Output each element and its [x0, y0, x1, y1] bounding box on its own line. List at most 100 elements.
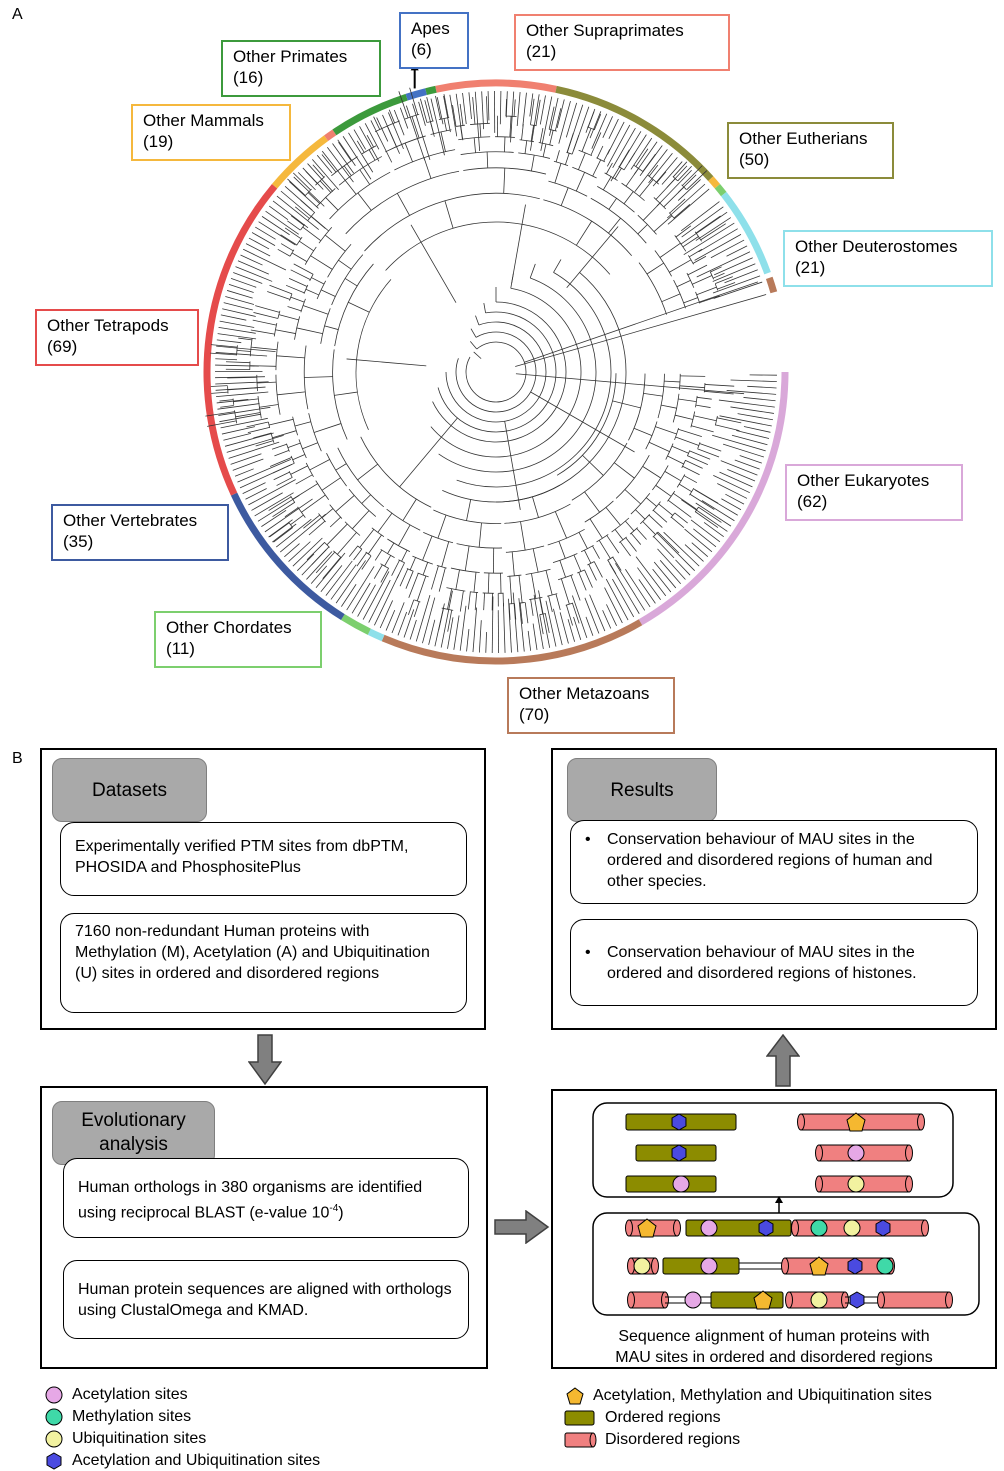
disordered-region — [784, 1257, 892, 1275]
orthologs-text: Human orthologs in 380 organisms are ide… — [78, 1179, 423, 1222]
methylation-circle-icon — [45, 1408, 63, 1426]
clade-count: (69) — [47, 337, 78, 356]
legend-acetylation: Acetylation sites — [44, 1385, 188, 1405]
clade-ring-other-eukaryotes — [638, 371, 789, 626]
clade-name: Other Eutherians — [739, 129, 868, 148]
clade-ring-other-metazoans — [381, 619, 643, 665]
bullet-icon: • — [585, 944, 591, 961]
results-bullet-box-2: •Conservation behaviour of MAU sites in … — [570, 919, 978, 1006]
orthologs-text-end: ) — [338, 1204, 344, 1222]
acetylation-circle-icon — [45, 1386, 63, 1404]
results-bullet-box-1: • Conservation behaviour of MAU sites in … — [570, 820, 978, 904]
clade-name: Other Supraprimates — [526, 21, 684, 40]
clade-count: (35) — [63, 532, 94, 551]
clade-count: (11) — [166, 639, 195, 658]
clade-count: (21) — [795, 258, 826, 277]
evolutionary-tag-line2: analysis — [99, 1134, 168, 1155]
clade-count: (50) — [739, 150, 770, 169]
clade-label-other-supraprimates: Other Supraprimates (21) — [514, 14, 730, 71]
clade-ring-other-mammals — [708, 176, 721, 189]
alignment-caption-line2: MAU sites in ordered and disordered regi… — [615, 1349, 933, 1366]
clade-name: Other Mammals — [143, 111, 264, 130]
clade-ring-apes — [405, 88, 427, 101]
clade-name: Other Eukaryotes — [797, 471, 930, 490]
arrow-right-icon — [494, 1210, 550, 1244]
clade-ring-other-chordates — [340, 614, 371, 635]
hexagon-icon — [671, 1144, 687, 1162]
clade-name: Other Vertebrates — [63, 511, 198, 530]
hexagon-icon — [847, 1257, 863, 1275]
clade-ring-other-mammals — [271, 135, 329, 189]
datasets-source-box: Experimentally verified PTM sites from d… — [60, 822, 467, 896]
datasets-proteins-box: 7160 non-redundant Human proteins with M… — [60, 913, 467, 1013]
alignment-caption-line1: Sequence alignment of human proteins wit… — [618, 1328, 930, 1345]
arrow-up-icon — [766, 1034, 800, 1087]
ubiquitination-circle — [810, 1291, 828, 1309]
bullet-icon: • — [585, 831, 591, 848]
disordered-region — [880, 1291, 950, 1309]
clade-label-other-mammals: Other Mammals (19) — [131, 104, 291, 161]
clade-name: Apes — [411, 19, 450, 38]
clade-label-other-eutherians: Other Eutherians (50) — [727, 122, 894, 179]
pentagon-icon — [753, 1290, 773, 1310]
clade-label-apes: Apes (6) — [399, 12, 469, 69]
legend-label: Acetylation sites — [72, 1386, 188, 1403]
acetylation-circle — [684, 1291, 702, 1309]
pentagon-icon — [809, 1256, 829, 1276]
ubiquitination-circle — [843, 1219, 861, 1237]
ubiquitination-circle — [633, 1257, 651, 1275]
legend-acetyl-ubiq: Acetylation and Ubiquitination sites — [44, 1451, 320, 1471]
clade-count: (16) — [233, 68, 264, 87]
legend-disordered: Disordered regions — [563, 1430, 740, 1450]
clade-ring-other-metazoans — [765, 276, 778, 294]
clade-ring-other-eutherians — [555, 85, 714, 181]
clade-ring-other-deuterostomes — [720, 191, 771, 275]
legend-label: Ordered regions — [605, 1409, 721, 1426]
clade-label-other-eukaryotes: Other Eukaryotes (62) — [785, 464, 963, 521]
clade-label-other-primates: Other Primates (16) — [221, 40, 381, 97]
acetylation-circle — [700, 1257, 718, 1275]
clade-count: (21) — [526, 42, 557, 61]
hexagon-icon — [875, 1219, 891, 1237]
legend-label: Acetylation and Ubiquitination sites — [72, 1452, 321, 1469]
methylation-circle — [876, 1257, 894, 1275]
clade-ring-other-primates — [425, 85, 437, 95]
clade-ring-other-supraprimates — [324, 129, 337, 142]
clade-count: (62) — [797, 492, 828, 511]
ubiquitination-circle-icon — [45, 1430, 63, 1448]
legend-label: Acetylation, Methylation and Ubiquitinat… — [593, 1387, 932, 1404]
hexagon-icon — [849, 1291, 865, 1309]
clade-name: Other Metazoans — [519, 684, 650, 703]
hexagon-icon — [671, 1113, 687, 1131]
clade-ring-other-tetrapods — [203, 183, 278, 496]
disordered-region-icon — [564, 1432, 597, 1448]
disordered-region — [630, 1291, 666, 1309]
clade-name: Other Primates — [233, 47, 348, 66]
clade-ring-other-vertebrates — [230, 492, 345, 621]
results-text-1: Conservation behaviour of MAU sites in t… — [607, 831, 933, 890]
ordered-region — [625, 1175, 717, 1193]
pentagon-icon — [566, 1387, 584, 1405]
legend-ubiquitination: Ubiquitination sites — [44, 1429, 206, 1449]
legend-label: Methylation sites — [72, 1408, 192, 1425]
legend-amu: Acetylation, Methylation and Ubiquitinat… — [565, 1386, 932, 1406]
clade-name: Other Deuterostomes — [795, 237, 958, 256]
arrow-down-icon — [248, 1034, 282, 1086]
panel-b-letter: B — [12, 750, 23, 767]
evolutionary-tag-line1: Evolutionary — [81, 1110, 186, 1131]
clade-name: Other Tetrapods — [47, 316, 169, 335]
clade-label-other-tetrapods: Other Tetrapods (69) — [35, 309, 199, 366]
clade-label-other-deuterostomes: Other Deuterostomes (21) — [783, 230, 993, 287]
evolutionary-alignment-box: Human protein sequences are aligned with… — [63, 1260, 469, 1339]
evolutionary-tag: Evolutionary analysis — [52, 1101, 215, 1165]
acetylation-circle — [847, 1144, 865, 1162]
clade-count: (70) — [519, 705, 550, 724]
phylogenetic-tree — [203, 62, 789, 665]
ubiquitination-circle — [847, 1175, 865, 1193]
ordered-region — [710, 1291, 784, 1309]
legend-label: Disordered regions — [605, 1431, 741, 1448]
alignment-caption: Sequence alignment of human proteins wit… — [551, 1326, 997, 1368]
evalue-exponent: -4 — [329, 1203, 339, 1214]
acetylation-circle — [672, 1175, 690, 1193]
clade-ring-other-primates — [332, 93, 408, 136]
